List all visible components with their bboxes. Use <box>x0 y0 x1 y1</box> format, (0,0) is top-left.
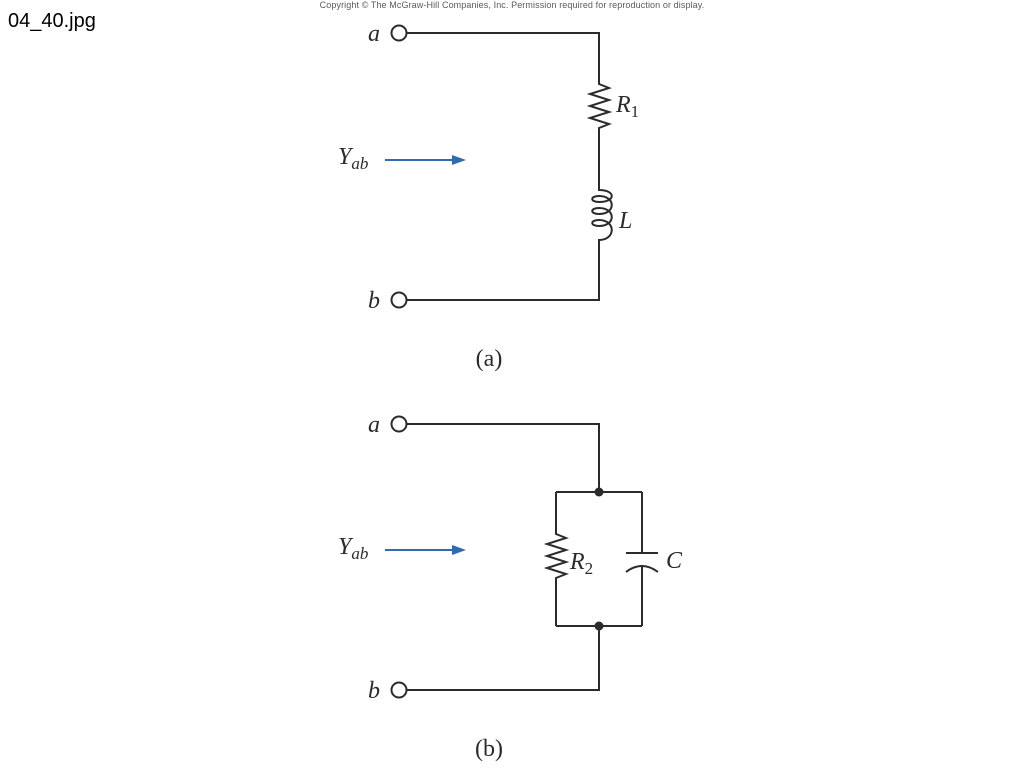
inductor-l <box>591 186 613 244</box>
terminal-b-label: b <box>368 678 380 704</box>
circuit-a: a b R1 L Yab (a) <box>338 21 639 372</box>
resistor-r2-label: R2 <box>569 549 593 578</box>
terminal-a-top <box>390 24 408 42</box>
admittance-label-a: Yab <box>338 144 368 173</box>
capacitor-c-label: C <box>666 548 683 574</box>
inductor-l-label: L <box>618 208 632 234</box>
resistor-r1 <box>586 80 613 132</box>
circuit-b: a b R2 C Yab (b) <box>338 412 683 762</box>
terminal-b-bottom <box>390 681 408 699</box>
junction-node-top <box>594 487 604 497</box>
copyright-notice: Copyright © The McGraw-Hill Companies, I… <box>319 0 705 10</box>
terminal-b-bottom <box>390 291 408 309</box>
caption-b: (b) <box>475 736 503 762</box>
caption-a: (a) <box>476 346 503 372</box>
junction-node-bottom <box>594 621 604 631</box>
terminal-a-label: a <box>368 21 380 47</box>
terminal-a-label: a <box>368 412 380 438</box>
arrowhead-a-icon <box>452 155 466 165</box>
arrowhead-b-icon <box>452 545 466 555</box>
resistor-r1-label: R1 <box>615 92 639 121</box>
file-name-label: 04_40.jpg <box>8 10 96 32</box>
terminal-b-label: b <box>368 288 380 314</box>
circuit-a-top-wire <box>407 32 600 80</box>
circuit-b-top-wire <box>407 423 600 492</box>
circuit-a-bottom-wire <box>407 244 600 301</box>
admittance-label-b: Yab <box>338 534 368 563</box>
terminal-a-top <box>390 415 408 433</box>
circuit-b-bottom-wire <box>407 626 600 691</box>
resistor-r2 <box>543 492 570 626</box>
